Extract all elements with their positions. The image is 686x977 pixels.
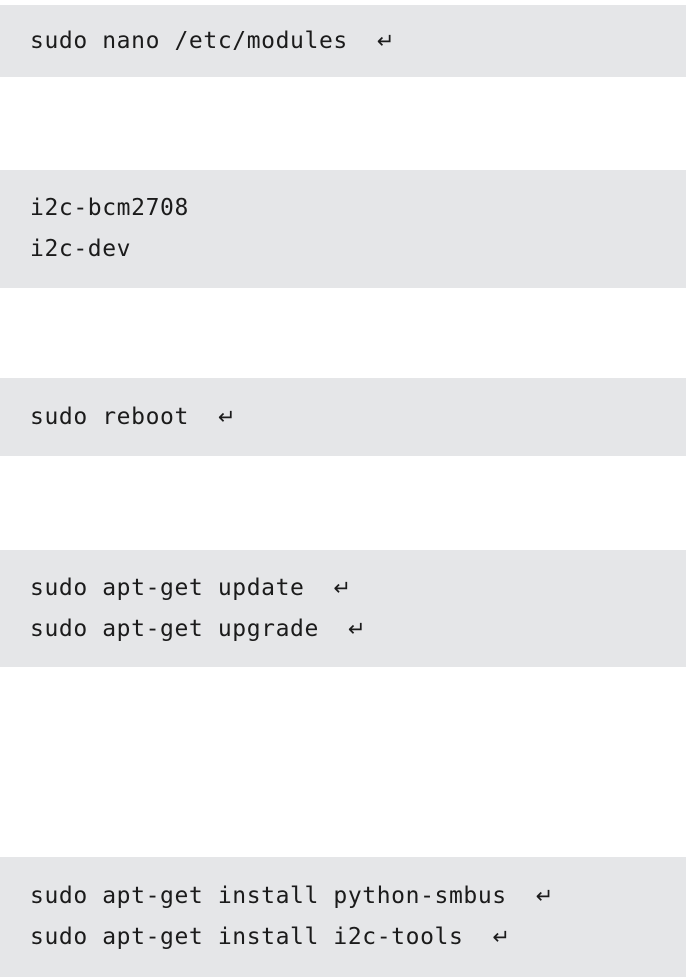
reboot-command-block: sudo reboot ↵ bbox=[0, 378, 686, 456]
carriage-return-arrow-icon: ↵ bbox=[535, 884, 554, 908]
code-line: i2c-bcm2708 bbox=[0, 188, 686, 229]
carriage-return-arrow-icon: ↵ bbox=[376, 28, 395, 53]
code-line: sudo reboot ↵ bbox=[0, 397, 686, 438]
code-text: sudo reboot bbox=[30, 403, 189, 430]
carriage-return-arrow-icon: ↵ bbox=[492, 925, 511, 949]
code-spacer bbox=[305, 575, 334, 601]
apt-update-upgrade-command-block: sudo apt-get update ↵sudo apt-get upgrad… bbox=[0, 550, 686, 667]
code-line: sudo apt-get update ↵ bbox=[0, 568, 686, 609]
code-text: i2c-dev bbox=[30, 236, 132, 262]
code-line: sudo nano /etc/modules ↵ bbox=[0, 21, 686, 62]
carriage-return-arrow-icon: ↵ bbox=[333, 575, 352, 600]
carriage-return-arrow-icon: ↵ bbox=[217, 404, 237, 429]
apt-install-i2c-tools-command-block: sudo apt-get install python-smbus ↵sudo … bbox=[0, 857, 686, 977]
code-line: i2c-dev bbox=[0, 229, 686, 270]
code-line: sudo apt-get install python-smbus ↵ bbox=[0, 876, 686, 917]
code-text: i2c-bcm2708 bbox=[30, 195, 189, 221]
code-text: sudo apt-get update bbox=[30, 574, 305, 601]
code-spacer bbox=[189, 404, 218, 430]
code-text: sudo apt-get upgrade bbox=[30, 615, 319, 642]
edit-modules-command-block: sudo nano /etc/modules ↵ bbox=[0, 5, 686, 77]
code-line: sudo apt-get install i2c-tools ↵ bbox=[0, 917, 686, 958]
code-text: sudo apt-get install i2c-tools bbox=[30, 924, 464, 950]
code-text: sudo nano /etc/modules bbox=[30, 27, 348, 54]
code-spacer bbox=[348, 28, 377, 54]
code-line: sudo apt-get upgrade ↵ bbox=[0, 609, 686, 650]
modules-file-contents-block: i2c-bcm2708 i2c-dev bbox=[0, 170, 686, 288]
code-spacer bbox=[319, 616, 348, 642]
code-text: sudo apt-get install python-smbus bbox=[30, 883, 507, 909]
code-spacer bbox=[507, 883, 536, 909]
carriage-return-arrow-icon: ↵ bbox=[347, 616, 367, 641]
code-spacer bbox=[463, 924, 492, 950]
